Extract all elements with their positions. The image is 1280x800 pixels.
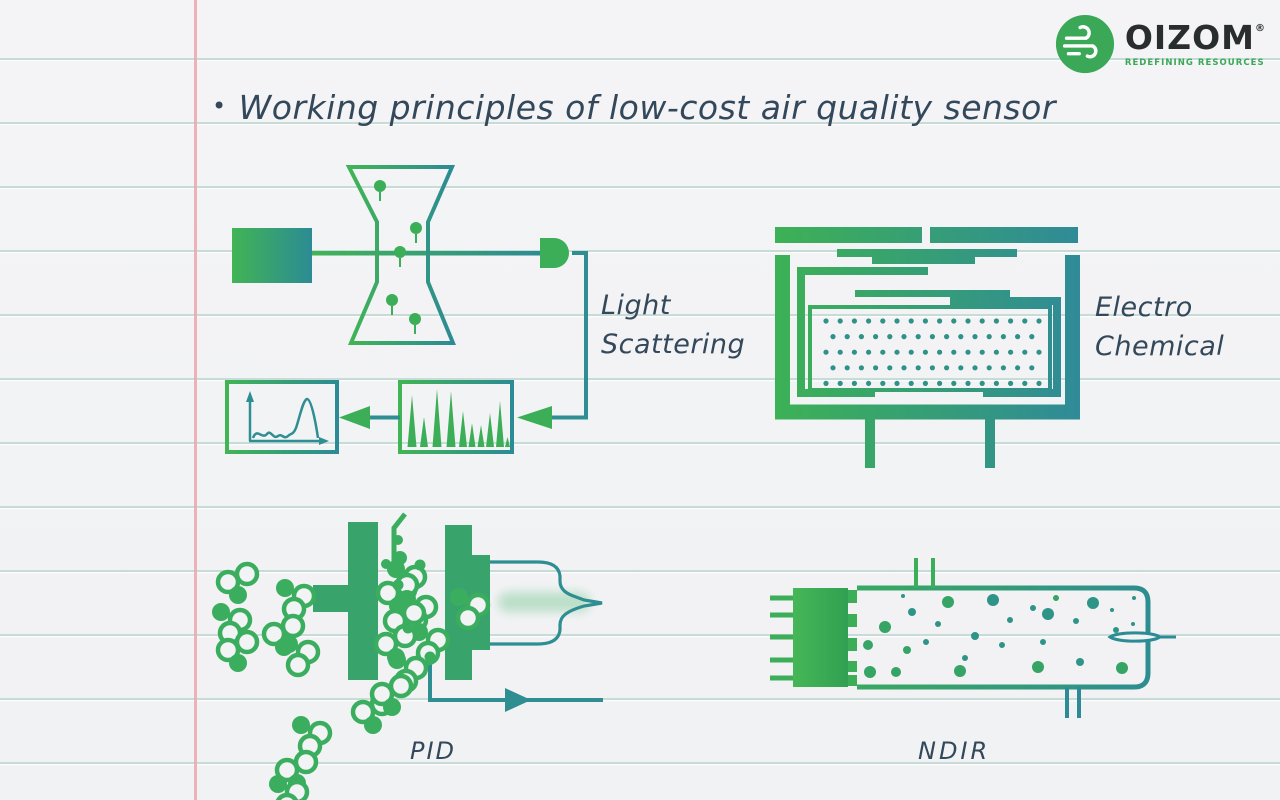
light-scattering-diagram	[225, 165, 588, 454]
electrolyte-membrane	[808, 305, 1052, 392]
electrode-1	[348, 522, 378, 680]
pulse-spikes	[407, 389, 510, 447]
outlet-tube	[1077, 687, 1081, 718]
source-pins	[770, 595, 793, 681]
signal-curve	[251, 397, 320, 439]
ir-detector-lens	[1107, 631, 1163, 643]
gas-inlet	[313, 585, 350, 612]
electrode-layers	[837, 249, 1017, 297]
inner-wall-left	[797, 267, 928, 397]
signal-wire	[552, 251, 588, 420]
electro-chemical-diagram	[775, 227, 1080, 468]
electro-chemical-label: Electro Chemical	[1095, 292, 1225, 362]
uv-lamp	[490, 560, 603, 646]
pulse-box	[398, 380, 514, 454]
inner-wall-right	[950, 297, 1061, 397]
bullet-icon: •	[212, 91, 227, 120]
gas-dots	[863, 594, 1136, 678]
arrow-icon	[505, 688, 531, 712]
membrane-dots	[823, 318, 1042, 386]
graph-axes	[248, 400, 320, 443]
inlet-tube	[914, 558, 918, 588]
gas-molecules	[212, 559, 491, 800]
registered-mark: ®	[1255, 22, 1266, 34]
top-electrode-left	[775, 227, 922, 243]
particle-group	[374, 180, 422, 334]
laser-source	[232, 228, 312, 283]
ir-source	[793, 588, 848, 687]
pid-label: PID	[410, 737, 457, 765]
arrow-icon	[339, 406, 370, 429]
signal-graph-box	[225, 380, 339, 454]
pin-left	[865, 419, 875, 468]
pin-right	[985, 419, 995, 468]
page-title: • Working principles of low-cost air qua…	[212, 88, 1056, 127]
ndir-diagram	[770, 558, 1176, 718]
emitter-teeth	[848, 590, 857, 686]
sensor-housing	[775, 255, 1080, 420]
margin-line	[194, 0, 197, 800]
oizom-logo: OIZOM® REDEFINING RESOURCES	[1054, 13, 1266, 75]
scattering-chamber	[345, 165, 456, 345]
photodetector	[540, 238, 569, 268]
page-title-text: Working principles of low-cost air quali…	[238, 88, 1056, 127]
brand-name: OIZOM®	[1124, 17, 1266, 57]
light-scattering-label: Light Scattering	[601, 290, 746, 360]
logo-text: OIZOM® REDEFINING RESOURCES	[1125, 21, 1266, 68]
brand-tagline: REDEFINING RESOURCES	[1124, 57, 1265, 68]
outlet-tube	[1065, 687, 1069, 718]
inlet-tube	[931, 558, 935, 588]
pid-diagram	[212, 512, 603, 800]
uv-glow	[498, 592, 590, 612]
arrow-icon	[517, 406, 552, 429]
wind-icon	[1055, 14, 1114, 74]
detector-lead	[1160, 635, 1176, 639]
top-electrode-right	[930, 227, 1078, 243]
ndir-label: NDIR	[918, 737, 991, 765]
